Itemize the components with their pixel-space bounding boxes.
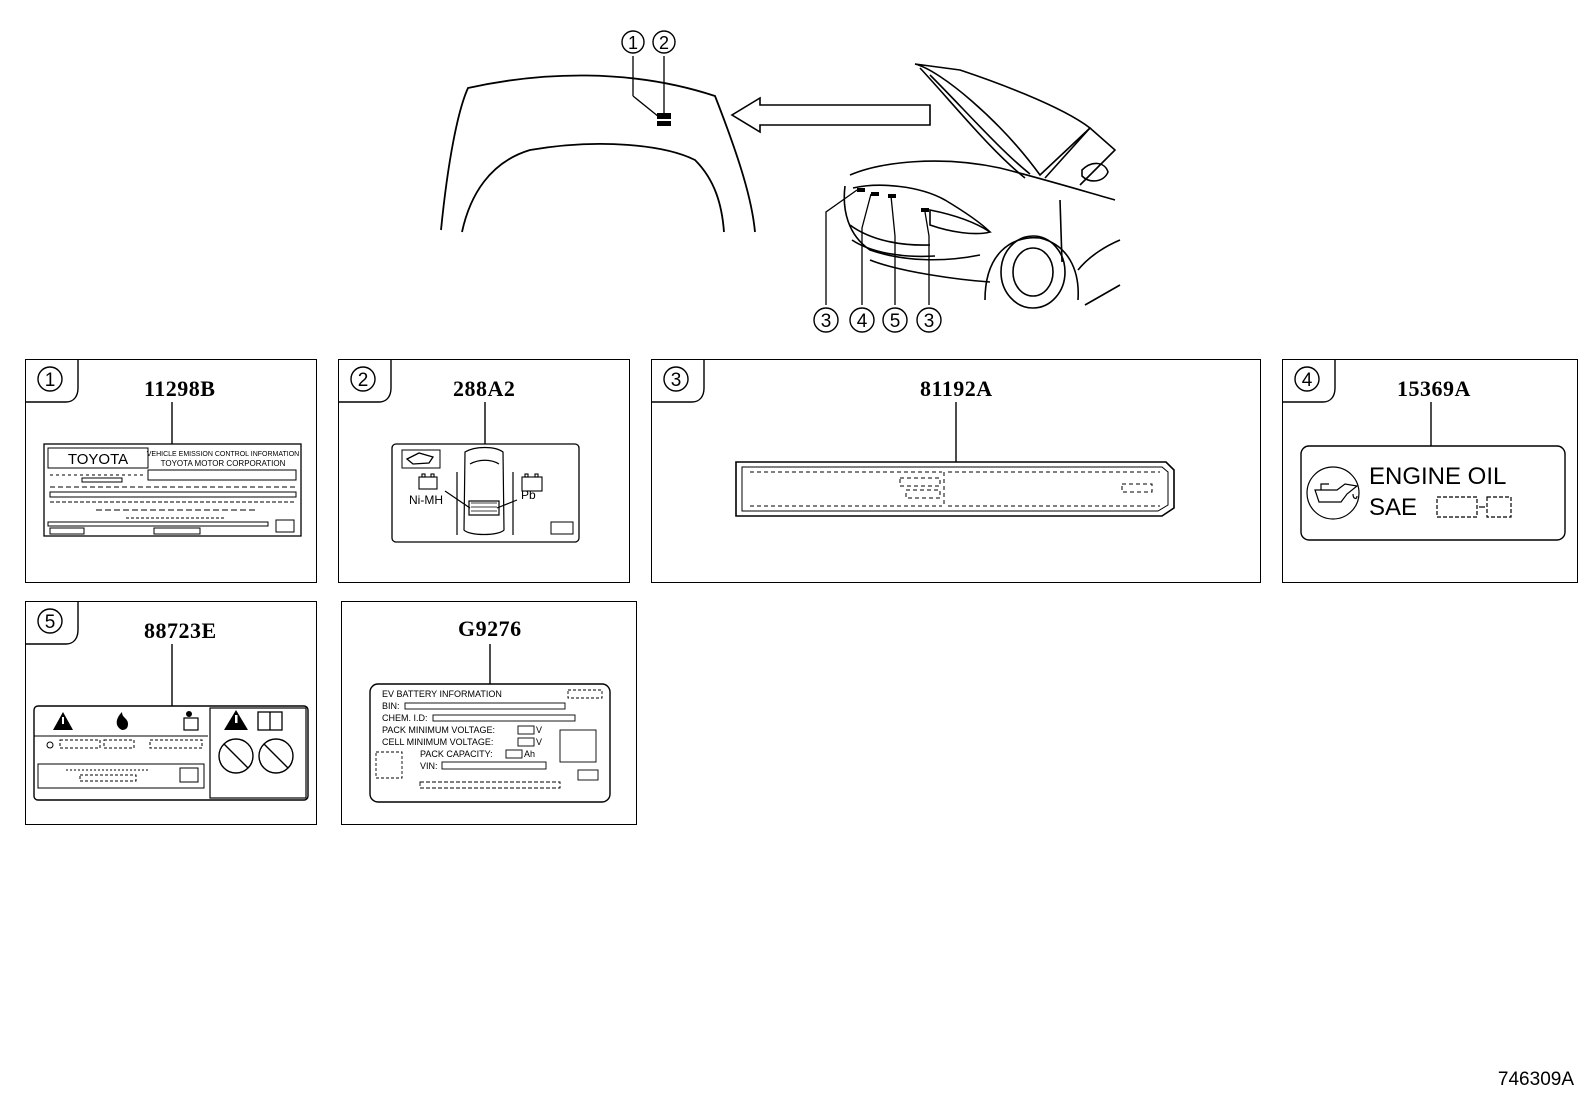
panel-number: 1 — [45, 370, 56, 391]
chem-label: CHEM. I.D: — [382, 713, 428, 723]
panel-288A2: 2 Ni-MH Pb 288A2 — [338, 359, 630, 583]
toyota-brand: TOYOTA — [68, 451, 128, 468]
panel-number: 4 — [1302, 370, 1313, 391]
panel-81192A: 3 81192A — [651, 359, 1261, 583]
battery-icon — [418, 473, 543, 492]
callout-5: 5 — [890, 311, 901, 332]
callout-2-top: 2 — [659, 33, 669, 53]
vin-label: VIN: — [420, 761, 438, 771]
callout-1-top: 1 — [628, 33, 638, 53]
part-number: 88723E — [144, 618, 217, 643]
v-unit-1: V — [536, 725, 542, 735]
callout-4: 4 — [857, 311, 868, 332]
panel-88723E: 5 88723E — [25, 601, 317, 825]
cell-min-label: CELL MINIMUM VOLTAGE: — [382, 737, 493, 747]
part-number: 288A2 — [453, 376, 516, 401]
callout-3-left: 3 — [821, 311, 832, 332]
callout-3-right: 3 — [924, 311, 935, 332]
reference-number: 746309A — [1497, 1069, 1574, 1090]
pack-min-label: PACK MINIMUM VOLTAGE: — [382, 725, 495, 735]
car-illustration — [843, 63, 1121, 309]
panel-15369A: 4 ENGINE OIL SAE 15369A — [1282, 359, 1578, 583]
panel-number: 3 — [671, 370, 682, 391]
car-topview-icon — [444, 446, 518, 536]
pb-label: Pb — [521, 488, 536, 502]
no-open-flame-icon — [218, 738, 294, 774]
panel-G9276: EV BATTERY INFORMATION BIN: CHEM. I.D: P… — [341, 601, 637, 825]
warning-triangle-icon-2 — [224, 710, 248, 730]
flame-icon — [116, 712, 128, 730]
sae-text: SAE — [1369, 494, 1417, 521]
panel-number: 5 — [45, 612, 56, 633]
warning-triangle-icon — [53, 712, 73, 730]
part-number: 15369A — [1397, 376, 1471, 401]
vehicle-overview-illustration: 1 2 — [440, 30, 1121, 333]
emission-line1: VEHICLE EMISSION CONTROL INFORMATION — [147, 451, 299, 458]
ah-unit: Ah — [524, 749, 535, 759]
direction-arrow-icon — [730, 96, 931, 134]
panel-number: 2 — [358, 370, 369, 391]
part-number: 81192A — [920, 376, 993, 401]
person-icon — [183, 711, 199, 731]
bin-label: BIN: — [382, 701, 400, 711]
hood-closeup — [440, 74, 756, 233]
ev-title: EV BATTERY INFORMATION — [382, 689, 502, 699]
pack-cap-label: PACK CAPACITY: — [420, 749, 493, 759]
nimh-label: Ni-MH — [409, 493, 443, 507]
emission-line2: TOYOTA MOTOR CORPORATION — [161, 459, 286, 468]
engine-oil-text: ENGINE OIL — [1369, 463, 1506, 490]
oil-can-icon — [1306, 466, 1360, 520]
panel-11298B: 1 TOYOTA VEHICLE EMISSION CONTROL INFORM… — [25, 359, 317, 583]
v-unit-2: V — [536, 737, 542, 747]
part-number: G9276 — [458, 616, 522, 641]
manual-book-icon — [257, 711, 283, 731]
part-number: 11298B — [144, 376, 216, 401]
car-callouts: 3 4 5 3 — [813, 307, 942, 333]
